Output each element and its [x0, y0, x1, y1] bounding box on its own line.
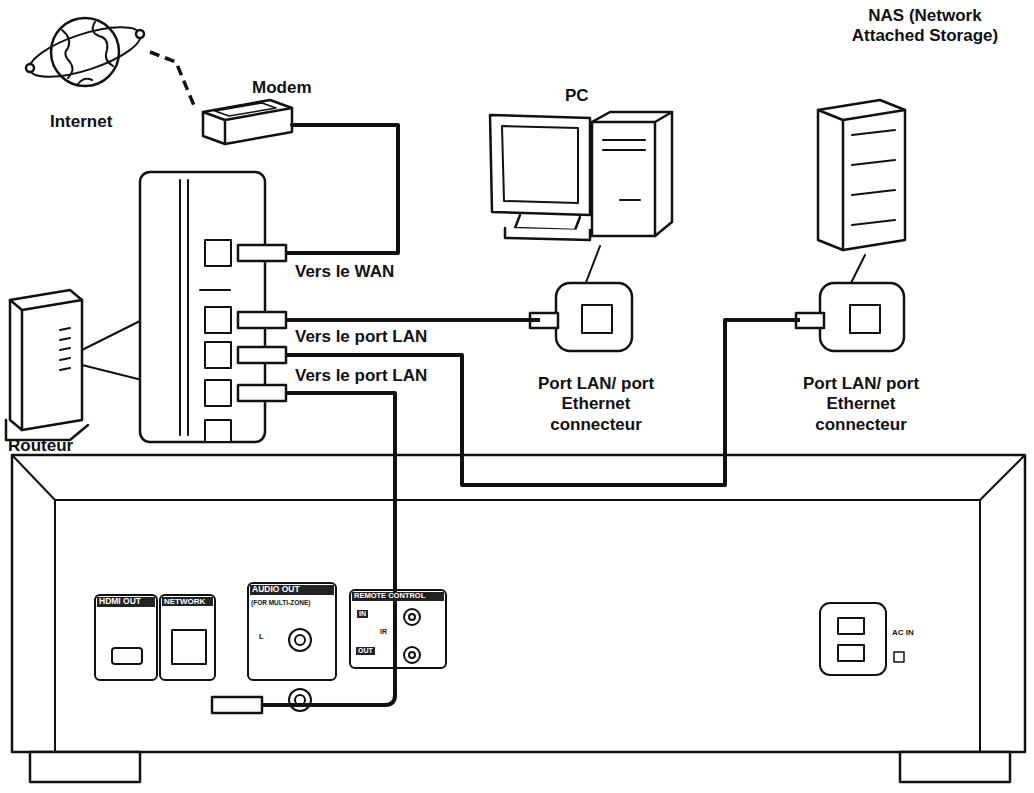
node-label: Routeur: [8, 436, 73, 456]
pc-node: PC: [540, 70, 690, 355]
node-label: HDMI OUT: [97, 597, 155, 607]
nas-node: NAS (Network Attached Storage): [800, 5, 1030, 355]
node-label: NETWORK: [162, 597, 213, 606]
edge-label: Vers le WAN: [292, 262, 397, 282]
node-label: (FOR MULTI-ZONE): [251, 599, 310, 606]
node-label: AC IN: [892, 628, 914, 637]
network-cable: [287, 393, 395, 455]
cable-line: [287, 393, 395, 455]
node-label: Internet: [50, 112, 112, 132]
network-cable: [287, 320, 800, 485]
router-node: Routeur: [5, 165, 287, 460]
edge-label: Vers le port LAN: [292, 327, 430, 347]
node-label: AUDIO OUT: [250, 585, 334, 595]
network-cable: [150, 52, 195, 108]
device-node: HDMI OUT NETWORK AUDIO OUT (FOR MULTI-ZONE)…: [12, 455, 1025, 755]
cloud-node: Internet: [30, 15, 150, 140]
node-label: OUT: [356, 647, 375, 655]
node-label: IN: [357, 610, 368, 618]
cable-line: [287, 320, 800, 485]
port-label: Port LAN/ port Ethernet connecteur: [535, 374, 657, 435]
node-label: Modem: [252, 78, 312, 98]
cable-line: [150, 52, 195, 108]
node-label: L: [259, 633, 264, 642]
node-label: NAS (Network Attached Storage): [850, 6, 1000, 45]
network-cable: [287, 125, 398, 253]
cable-line: [287, 318, 540, 322]
node-label: REMOTE CONTROL: [352, 592, 444, 601]
node-label: IR: [380, 628, 387, 636]
port-label: Port LAN/ port Ethernet connecteur: [800, 374, 922, 435]
network-cable: [287, 320, 540, 321]
modem-node: Modem: [195, 75, 330, 145]
edge-label: Vers le port LAN: [292, 366, 430, 386]
node-label: PC: [565, 86, 589, 106]
cable-line: [287, 125, 398, 253]
